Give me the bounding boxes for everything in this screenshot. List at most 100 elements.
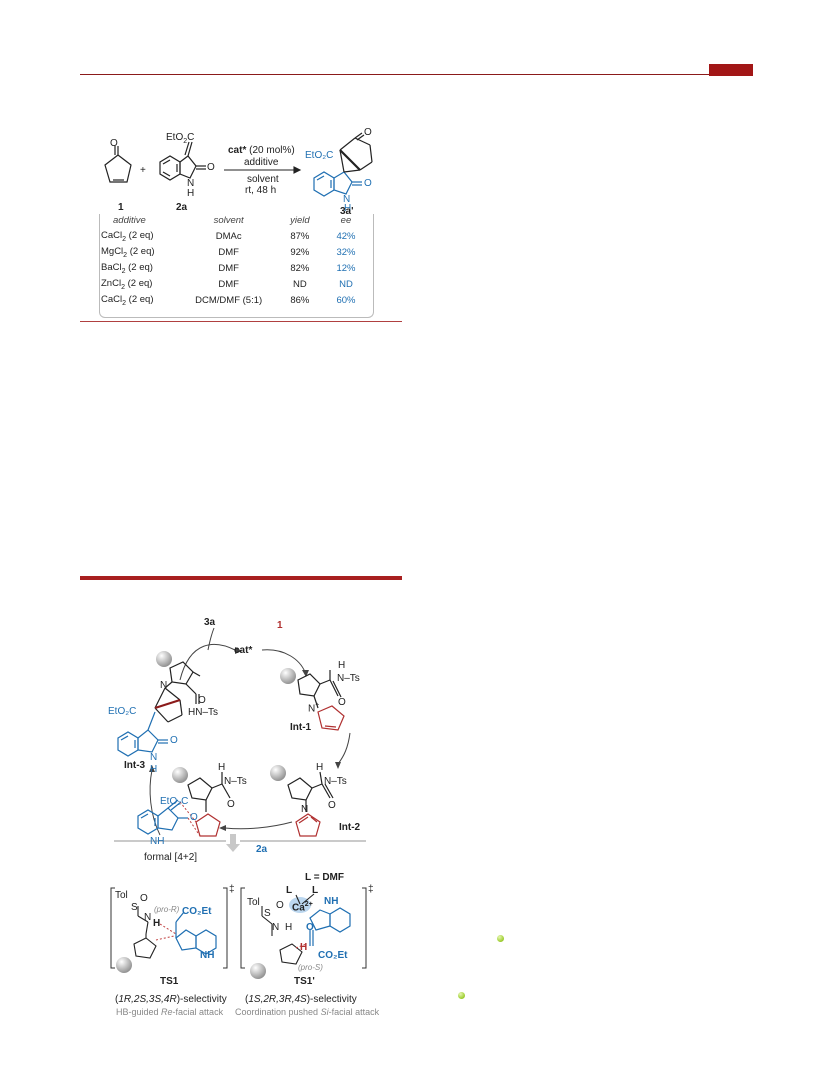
cell-yield: 86% xyxy=(290,294,310,306)
int2-n-label: N xyxy=(301,804,309,815)
compound-1-label: 1 xyxy=(118,202,124,213)
catalyst-sphere-int1 xyxy=(280,668,296,684)
ts1-title: TS1 xyxy=(160,976,179,987)
figure-top-rule xyxy=(80,576,402,580)
complex-lactam-o: O xyxy=(190,812,198,823)
product-ester-label: EtO₂C xyxy=(305,150,334,161)
conditions-label: rt, 48 h xyxy=(245,185,277,196)
reagent-2a-label: 2a xyxy=(256,844,268,855)
catalyst-sphere-ts1 xyxy=(116,957,132,973)
int2-label: Int-2 xyxy=(339,822,361,833)
ts1p-h: H xyxy=(285,922,293,933)
ts1p-tol: Tol xyxy=(247,897,260,908)
product-3a-label: 3a xyxy=(204,617,216,628)
ts1p-selectivity: (1S,2R,3R,4S)-selectivity xyxy=(245,994,357,1005)
cell-additive: MgCl2 (2 eq) xyxy=(101,245,155,259)
oxindole-n-label: N xyxy=(187,178,195,189)
complex-ester-label: EtO₂C xyxy=(160,796,189,807)
results-table: additive solvent yield ee CaCl2 (2 eq) D… xyxy=(101,212,369,308)
ts1p-pro-label: (pro-S) xyxy=(298,963,323,972)
ts1p-co2et: CO₂Et xyxy=(318,950,348,961)
complex-nts-label: N–Ts xyxy=(224,776,247,787)
cell-additive: CaCl2 (2 eq) xyxy=(101,229,154,243)
ester-label-2a: EtO2C xyxy=(166,132,195,145)
int3-hnts-label: HN–Ts xyxy=(188,707,219,718)
int2-o-label: O xyxy=(328,800,336,811)
int3-lactam-o: O xyxy=(170,735,178,746)
int1-nts-label: N–Ts xyxy=(337,673,360,684)
oxindole-oxygen-label: O xyxy=(207,162,215,173)
cell-ee: 12% xyxy=(336,262,356,274)
compound-2a-label: 2a xyxy=(176,202,188,213)
catalyst-label: cat* (20 mol%) xyxy=(228,145,295,156)
catalyst-sphere-int2 xyxy=(270,765,286,781)
ts1-dagger: ‡ xyxy=(229,884,235,895)
page-number-tab xyxy=(709,64,753,76)
table-header-row: additive solvent yield ee xyxy=(101,212,369,228)
int1-h-label: H xyxy=(338,660,346,671)
cell-ee: 32% xyxy=(336,246,356,258)
ts1-pro-label: (pro-R) xyxy=(154,905,180,914)
formal-4-2-label: formal [4+2] xyxy=(144,852,198,863)
ligand-definition: L = DMF xyxy=(305,872,344,883)
results-table-frame xyxy=(99,214,374,318)
ts1p-lactam-o: O xyxy=(306,922,314,933)
ts1p-s: S xyxy=(264,908,271,919)
reaction-scheme-structures xyxy=(104,132,373,197)
header-solvent: solvent xyxy=(213,214,244,226)
ts1p-h-red: H xyxy=(300,942,308,953)
compound-3a-label: 3a' xyxy=(340,206,354,217)
scheme-bottom-rule xyxy=(80,321,402,322)
cell-ee: 42% xyxy=(336,230,356,242)
complex-o-label: O xyxy=(227,799,235,810)
catalyst-sphere-ts1p xyxy=(250,963,266,979)
additive-label: additive xyxy=(244,157,279,168)
substrate-1-label: 1 xyxy=(277,620,283,631)
ts1-description: HB-guided Re-facial attack xyxy=(116,1007,224,1017)
int2-h-label: H xyxy=(316,762,324,773)
ts1-s: S xyxy=(131,902,138,913)
cell-yield: 92% xyxy=(290,246,310,258)
cell-additive: BaCl2 (2 eq) xyxy=(101,261,153,275)
ts1p-ligand-1: L xyxy=(286,885,293,896)
product-n-label: N xyxy=(343,194,351,205)
cell-ee: ND xyxy=(339,278,353,290)
ts1p-title: TS1' xyxy=(294,976,315,987)
product-ketone-oxygen: O xyxy=(364,127,372,138)
int1-n-label: N+ xyxy=(308,702,320,715)
product-lactam-oxygen: O xyxy=(364,178,372,189)
catalyst-sphere-complex xyxy=(172,767,188,783)
complex-h-label: H xyxy=(218,762,226,773)
product-h-label: H xyxy=(344,203,352,214)
ts1p-o: O xyxy=(276,900,284,911)
cell-yield: ND xyxy=(292,278,307,290)
table-row: CaCl2 (2 eq) DMAc 87% 42% xyxy=(101,228,369,244)
header-yield: yield xyxy=(290,214,310,226)
int3-label: Int-3 xyxy=(124,760,146,771)
solvent-label: solvent xyxy=(247,174,279,185)
header-rule xyxy=(80,74,753,75)
header-ee: ee xyxy=(340,214,352,226)
cell-solvent: DMAc xyxy=(215,230,242,242)
cell-yield: 87% xyxy=(290,230,310,242)
bullet-dot xyxy=(458,992,465,999)
ts1-o: O xyxy=(140,893,148,904)
ts1p-n: N xyxy=(272,922,280,933)
table-row: CaCl2 (2 eq) DCM/DMF (5:1) 86% 60% xyxy=(101,292,369,308)
ketone-oxygen-label: O xyxy=(110,138,118,149)
cell-solvent: DMF xyxy=(218,262,239,274)
cell-solvent: DMF xyxy=(218,278,239,290)
header-additive: additive xyxy=(113,214,146,226)
int3-n-label: N xyxy=(160,680,168,691)
ts1p-description: Coordination pushed Si-facial attack xyxy=(235,1007,380,1017)
cell-solvent: DMF xyxy=(218,246,239,258)
ts1-nh: NH xyxy=(200,950,215,961)
ts1p-calcium: Ca2+ xyxy=(292,901,313,914)
int2-nts-label: N–Ts xyxy=(324,776,347,787)
catalyst-cycle-label: cat* xyxy=(234,645,253,656)
ts1-selectivity: (1R,2S,3S,4R)-selectivity xyxy=(115,994,227,1005)
table-row: BaCl2 (2 eq) DMF 82% 12% xyxy=(101,260,369,276)
ts1-co2et: CO₂Et xyxy=(182,906,212,917)
